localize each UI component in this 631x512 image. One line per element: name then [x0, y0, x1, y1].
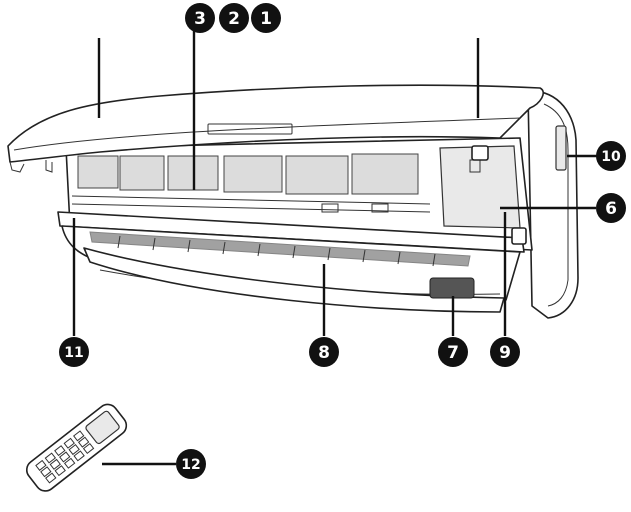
callout-7: 7 — [438, 337, 468, 367]
side-panel-window — [555, 125, 567, 171]
callout-10: 10 — [596, 141, 626, 171]
callout-1: 1 — [251, 3, 281, 33]
callout-2: 2 — [219, 3, 249, 33]
horizontal-flap — [83, 247, 505, 313]
louver-blades — [117, 235, 436, 267]
remote-controller — [25, 403, 128, 492]
callout-11: 11 — [59, 337, 89, 367]
side-clip — [511, 227, 527, 245]
front-frame — [57, 211, 525, 253]
air-filter-6 — [351, 153, 419, 195]
remote-display — [85, 410, 120, 445]
callout-2-label: 2 — [228, 9, 240, 29]
emergency-button-area — [429, 277, 475, 299]
callout-6-label: 6 — [605, 199, 617, 219]
callout-12: 12 — [176, 449, 206, 479]
callout-8-label: 8 — [318, 343, 330, 363]
air-filter-5 — [285, 155, 349, 195]
callout-3-label: 3 — [194, 9, 206, 29]
callout-10-label: 10 — [601, 149, 621, 165]
callout-1-label: 1 — [260, 9, 272, 29]
panel-hinge — [471, 145, 489, 161]
remote-buttons — [35, 430, 95, 484]
side-end-cap — [527, 90, 579, 319]
callout-8: 8 — [309, 337, 339, 367]
callout-12-label: 12 — [181, 457, 200, 473]
air-filter-2 — [119, 155, 165, 191]
callout-7-label: 7 — [447, 343, 459, 363]
leader-lines — [72, 30, 598, 466]
callout-6: 6 — [596, 193, 626, 223]
callout-3: 3 — [185, 3, 215, 33]
callout-11-label: 11 — [64, 345, 83, 361]
air-filter-1 — [77, 155, 119, 189]
front-panel-grille — [207, 123, 293, 135]
callout-9-label: 9 — [499, 343, 511, 363]
indoor-unit — [57, 90, 579, 319]
air-filter-4 — [223, 155, 283, 193]
front-panel — [7, 84, 545, 245]
callout-9: 9 — [490, 337, 520, 367]
remote-body — [25, 403, 128, 492]
vertical-louvers — [89, 231, 471, 267]
